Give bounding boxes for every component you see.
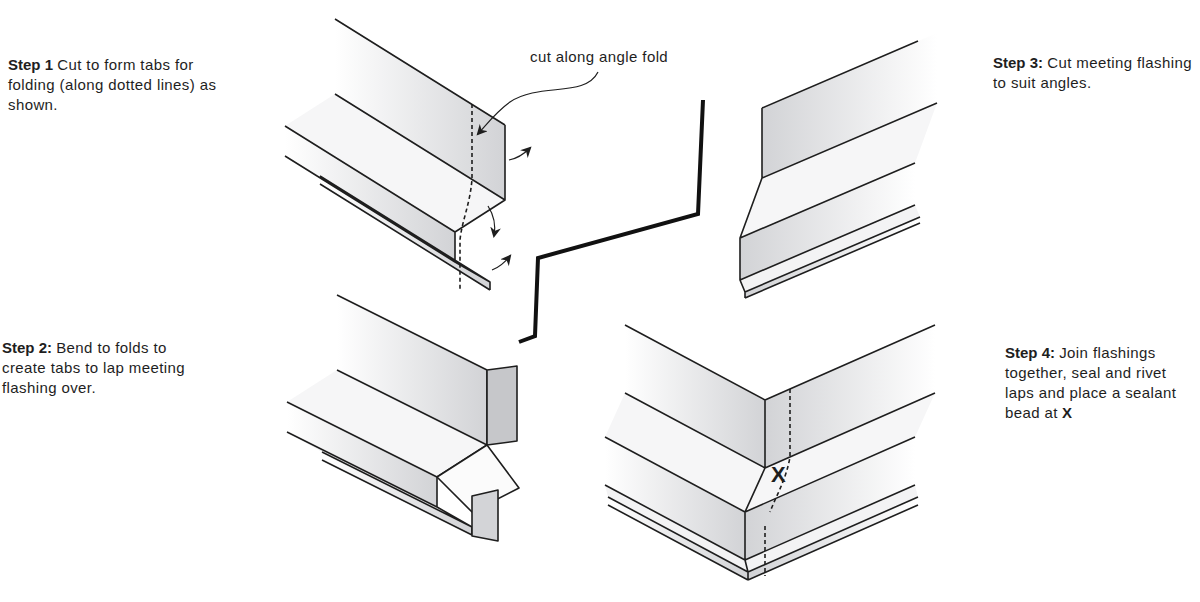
flashing-piece — [285, 19, 505, 290]
flashing-piece — [472, 490, 498, 541]
fold-arrow — [488, 206, 495, 236]
sealant-marker: X — [771, 463, 801, 487]
flashing-piece — [322, 452, 472, 535]
flashing-piece — [287, 295, 519, 541]
step-heading: Step 4: — [1005, 344, 1055, 361]
flashing-piece — [745, 217, 920, 298]
step-heading: Step 2: — [2, 339, 52, 356]
flashing-joint — [608, 497, 748, 580]
fold-line — [460, 104, 472, 290]
flashing-piece — [487, 366, 517, 445]
fold-arrow — [509, 148, 530, 160]
separator-line — [519, 100, 703, 342]
flashing-joint — [748, 497, 918, 580]
marker-letter: X — [1062, 404, 1072, 421]
step-note: Step 2:Bend to folds to create tabs to l… — [2, 338, 212, 398]
flashing-joint — [605, 325, 935, 580]
callout-note: cut along angle fold — [530, 47, 720, 67]
callout-label: cut along angle fold — [530, 48, 668, 65]
fold-arrow — [492, 256, 510, 270]
step-note: Step 3:Cut meeting flashing to suit angl… — [993, 53, 1193, 93]
step-note: Step 1Cut to form tabs for folding (alon… — [8, 55, 218, 115]
flashing-joint — [745, 485, 918, 572]
flashing-joint — [605, 485, 748, 572]
step-heading: Step 1 — [8, 56, 53, 73]
rivet-line — [770, 389, 790, 512]
flashing-joint — [605, 325, 935, 580]
flashing-piece — [285, 126, 455, 262]
marker-letter: X — [771, 462, 786, 487]
flashing-piece — [740, 41, 937, 298]
flashing-piece — [285, 19, 505, 290]
step-heading: Step 3: — [993, 54, 1043, 71]
step-note: Step 4:Join flashings together, seal and… — [1005, 343, 1200, 423]
flashing-piece — [287, 295, 487, 535]
flashing-piece — [287, 402, 437, 507]
flashing-piece — [740, 205, 920, 292]
leader-line — [478, 72, 598, 134]
flashing-piece — [740, 33, 937, 298]
rivet-line — [764, 526, 766, 576]
